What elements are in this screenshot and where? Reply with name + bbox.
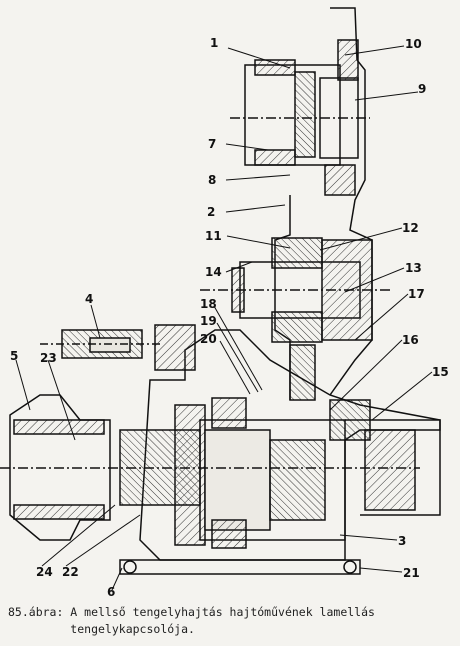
leader-lines: [15, 45, 433, 591]
label-3: 3: [398, 534, 406, 548]
label-20: 20: [200, 332, 217, 346]
label-6: 6: [107, 585, 115, 599]
label-10: 10: [405, 37, 422, 51]
housing-lower: [0, 117, 441, 575]
label-5: 5: [10, 349, 18, 363]
housing-upper: [231, 7, 373, 401]
label-9: 9: [418, 82, 426, 96]
label-12: 12: [402, 221, 419, 235]
label-4: 4: [85, 292, 93, 306]
caption-line-2: tengelykapcsolója.: [8, 622, 195, 636]
label-8: 8: [208, 173, 216, 187]
label-1: 1: [210, 36, 218, 50]
technical-drawing: 1 2 3 4 5 6 7 8 9 10 11 12 13 14 15 16 1…: [0, 7, 449, 599]
label-21: 21: [403, 566, 420, 580]
label-18: 18: [200, 297, 217, 311]
label-17: 17: [408, 287, 425, 301]
label-13: 13: [405, 261, 422, 275]
label-23: 23: [40, 351, 57, 365]
label-11: 11: [205, 229, 222, 243]
part-number-labels: 1 2 3 4 5 6 7 8 9 10 11 12 13 14 15 16 1…: [10, 36, 449, 599]
figure-caption: 85.ábra: A mellső tengelyhajtás hajtóműv…: [8, 604, 375, 638]
label-15: 15: [432, 365, 449, 379]
label-16: 16: [402, 333, 419, 347]
label-24: 24: [36, 565, 53, 579]
label-22: 22: [62, 565, 79, 579]
label-19: 19: [200, 314, 217, 328]
caption-line-1: 85.ábra: A mellső tengelyhajtás hajtóműv…: [8, 605, 375, 619]
label-2: 2: [207, 205, 215, 219]
label-7: 7: [208, 137, 216, 151]
label-14: 14: [205, 265, 222, 279]
lamella-pack: [211, 397, 247, 549]
